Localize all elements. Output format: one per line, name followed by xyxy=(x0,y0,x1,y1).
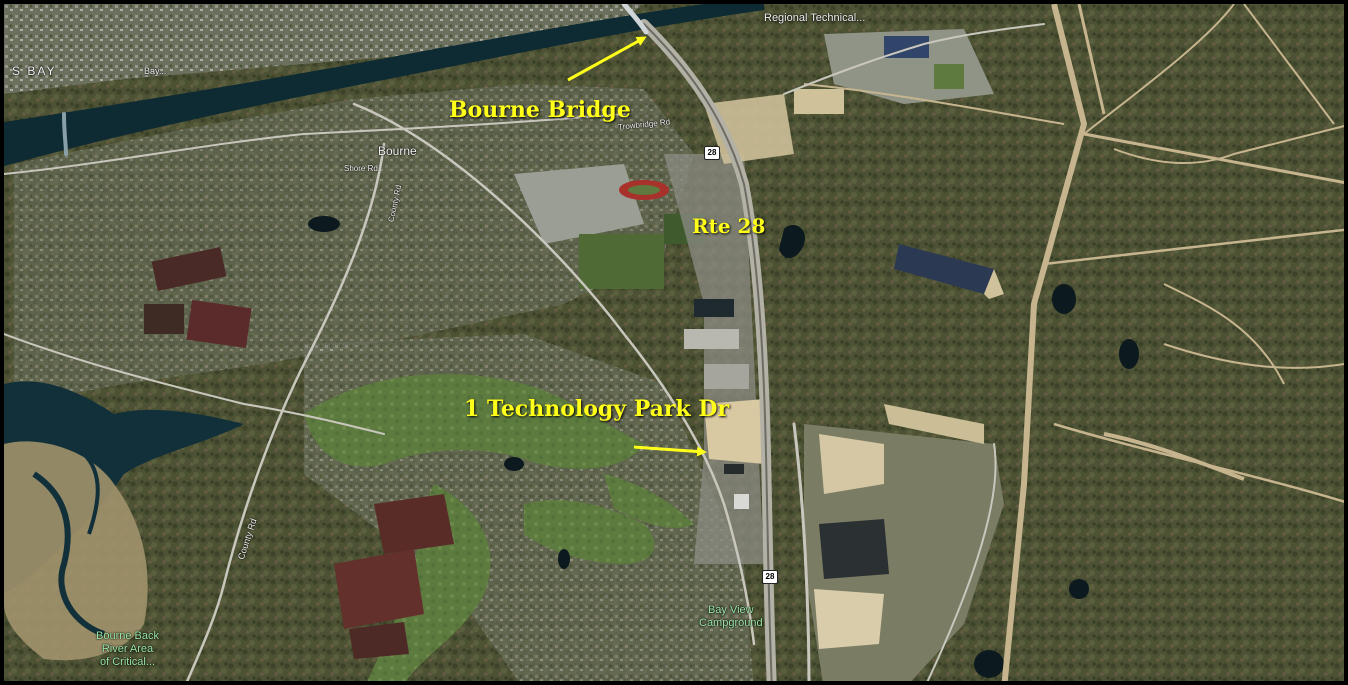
canal-water xyxy=(4,4,764,166)
ponds xyxy=(308,216,1139,678)
route-shield-north: 28 xyxy=(704,146,720,160)
solar-field xyxy=(894,244,994,294)
school-complex xyxy=(514,164,704,289)
bourne-label[interactable]: Bourne xyxy=(378,144,417,158)
landfill-facility xyxy=(804,404,1004,681)
trails xyxy=(803,4,1344,681)
bridge-arrow xyxy=(567,36,647,82)
bay-label: S BAY xyxy=(12,64,57,78)
regional-technical-label[interactable]: Regional Technical... xyxy=(764,12,866,24)
bourne-bridge-label: Bourne Bridge xyxy=(449,97,631,123)
technology-park-site[interactable] xyxy=(704,399,764,464)
campground-line1: Bay View xyxy=(707,604,754,616)
north-shore-town xyxy=(4,4,644,94)
cranberry-bogs xyxy=(144,247,454,659)
shore-rd-label: Shore Rd xyxy=(344,164,378,173)
marshland xyxy=(4,441,148,661)
route-shield-south: 28 xyxy=(762,570,778,584)
technology-park-label: 1 Technology Park Dr xyxy=(464,396,730,422)
bay-town-label: Bay... xyxy=(144,66,167,76)
rte-28-label: Rte 28 xyxy=(692,214,766,238)
back-river-line3: of Critical... xyxy=(99,656,155,668)
annotation-arrows xyxy=(567,36,707,457)
campground-line2: Campground xyxy=(699,617,763,629)
bay-view-campground-label[interactable]: Bay View Campground xyxy=(699,604,763,630)
satellite-imagery[interactable] xyxy=(4,4,1348,685)
back-river-line1: Bourne Back xyxy=(96,630,159,642)
bourne-back-river-label[interactable]: Bourne Back River Area of Critical... xyxy=(96,630,159,669)
back-river-line2: River Area xyxy=(101,643,154,655)
site-arrow xyxy=(633,445,707,457)
